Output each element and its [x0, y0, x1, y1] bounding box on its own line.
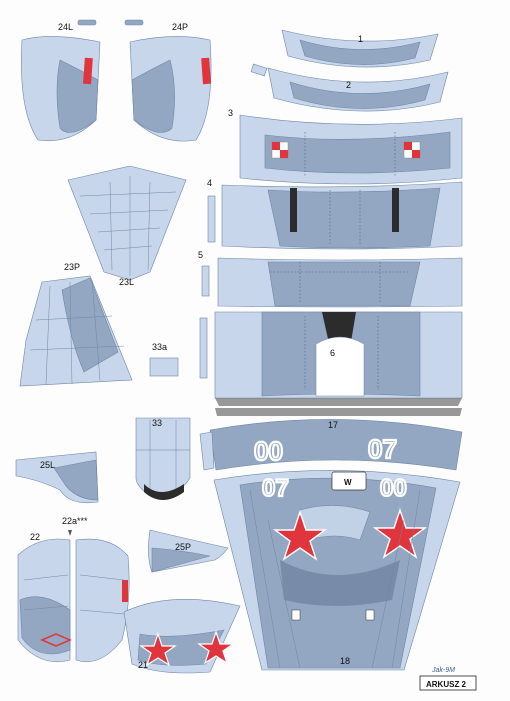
label-23p: 23P	[64, 262, 80, 272]
part-4: 4	[207, 178, 463, 250]
label-23l: 23L	[119, 277, 134, 287]
label-6: 6	[330, 348, 335, 358]
part-22: 22 22a***	[17, 516, 130, 663]
sheet-title-badge: ARKUSZ 2 Jak-9M	[419, 667, 477, 691]
part-24p: 24P	[124, 19, 212, 142]
label-22: 22	[30, 532, 40, 542]
underside-number-left: 07	[262, 475, 289, 502]
tactical-number-right: 07	[368, 434, 397, 464]
sheet-title: ARKUSZ 2	[426, 680, 467, 689]
label-25l: 25L	[40, 460, 55, 470]
part-23l: 23L	[67, 165, 187, 287]
part-17: 17 00 07	[199, 408, 463, 471]
part-25p: 25P	[148, 529, 229, 573]
part-18: W 07 00 18	[213, 470, 461, 671]
label-4: 4	[207, 178, 212, 188]
part-3: 3	[228, 108, 463, 185]
underside-number-right: 00	[380, 475, 407, 502]
part-5: 5	[198, 250, 463, 308]
tactical-number-left: 00	[254, 436, 283, 466]
label-21: 21	[138, 660, 148, 670]
label-25p: 25P	[175, 542, 191, 552]
w-marking: W	[344, 478, 352, 487]
part-24l: 24L	[21, 19, 101, 142]
part-23p: 23P	[19, 262, 133, 387]
part-6: 6	[199, 311, 463, 406]
label-33a: 33a	[152, 342, 167, 352]
label-18: 18	[340, 656, 350, 666]
sheet-subtitle: Jak-9M	[431, 667, 455, 674]
label-22a: 22a***	[62, 516, 88, 526]
part-2: 2	[250, 63, 449, 112]
label-17: 17	[328, 420, 338, 430]
label-2: 2	[346, 80, 351, 90]
label-24p: 24P	[172, 22, 188, 32]
part-21: 21	[123, 599, 241, 674]
part-33a: 33a	[149, 342, 179, 377]
part-25l: 25L	[15, 451, 99, 504]
label-5: 5	[198, 250, 203, 260]
label-33: 33	[152, 418, 162, 428]
label-24l: 24L	[58, 22, 73, 32]
part-33: 33	[135, 417, 191, 500]
label-1: 1	[358, 34, 363, 44]
part-1: 1	[281, 29, 439, 68]
label-3: 3	[228, 108, 233, 118]
